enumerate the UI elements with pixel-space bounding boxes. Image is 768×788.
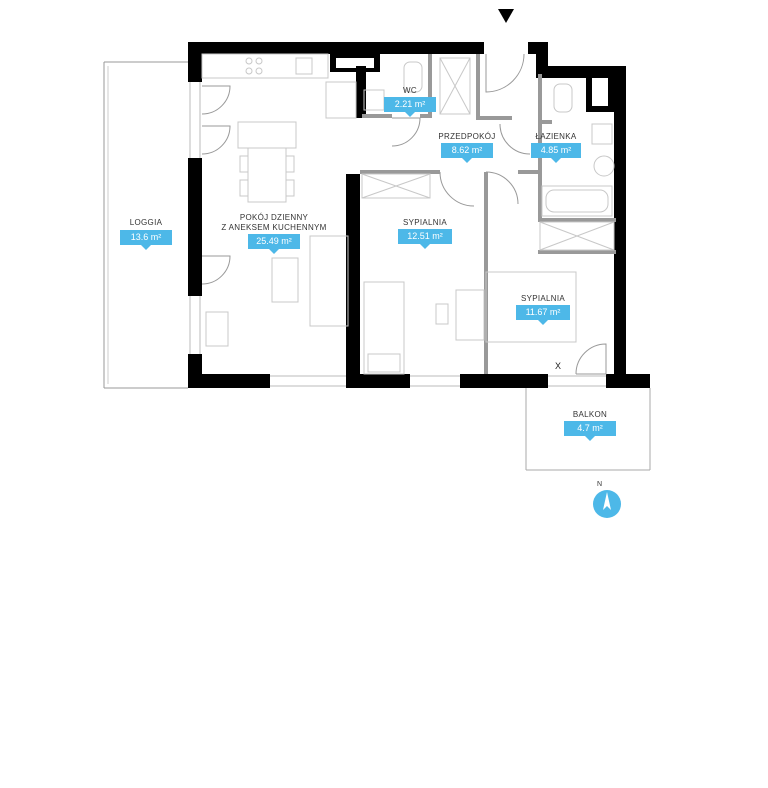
room-name-wc: WC (403, 86, 417, 95)
area-tag-bathroom: 4.85 m² (531, 143, 581, 163)
room-name-bedroom2: SYPIALNIA (520, 294, 566, 303)
room-name-living-line1: POKÓJ DZIENNY (239, 213, 309, 222)
area-tag-bedroom2: 11.67 m² (516, 305, 570, 325)
wc-walls (330, 54, 380, 118)
room-name-loggia: LOGGIA (129, 218, 163, 227)
area-tag-loggia: 13.6 m² (120, 230, 172, 250)
exterior-walls (188, 42, 650, 388)
room-name-hall: PRZEDPOKÓJ (438, 132, 496, 141)
x-mark: X (555, 361, 562, 371)
compass-icon (593, 490, 621, 518)
room-name-bedroom1: SYPIALNIA (402, 218, 448, 227)
room-name-living-line2: Z ANEKSEM KUCHENNYM (221, 223, 327, 232)
entrance-arrow-icon (498, 9, 514, 23)
balcony-outline (525, 388, 651, 471)
doors (201, 53, 607, 375)
area-tag-wc: 2.21 m² (384, 97, 436, 117)
area-tag-balcony: 4.7 m² (564, 421, 616, 441)
area-tag-bedroom1: 12.51 m² (398, 229, 452, 249)
furniture (201, 53, 615, 375)
loggia-outline (103, 61, 188, 389)
area-tag-living: 25.49 m² (248, 234, 300, 254)
room-name-balcony: BALKON (572, 410, 608, 419)
north-letter: N (597, 481, 603, 488)
area-tag-hall: 8.62 m² (441, 143, 493, 163)
windows (189, 82, 606, 387)
room-name-bathroom: ŁAZIENKA (535, 132, 577, 141)
